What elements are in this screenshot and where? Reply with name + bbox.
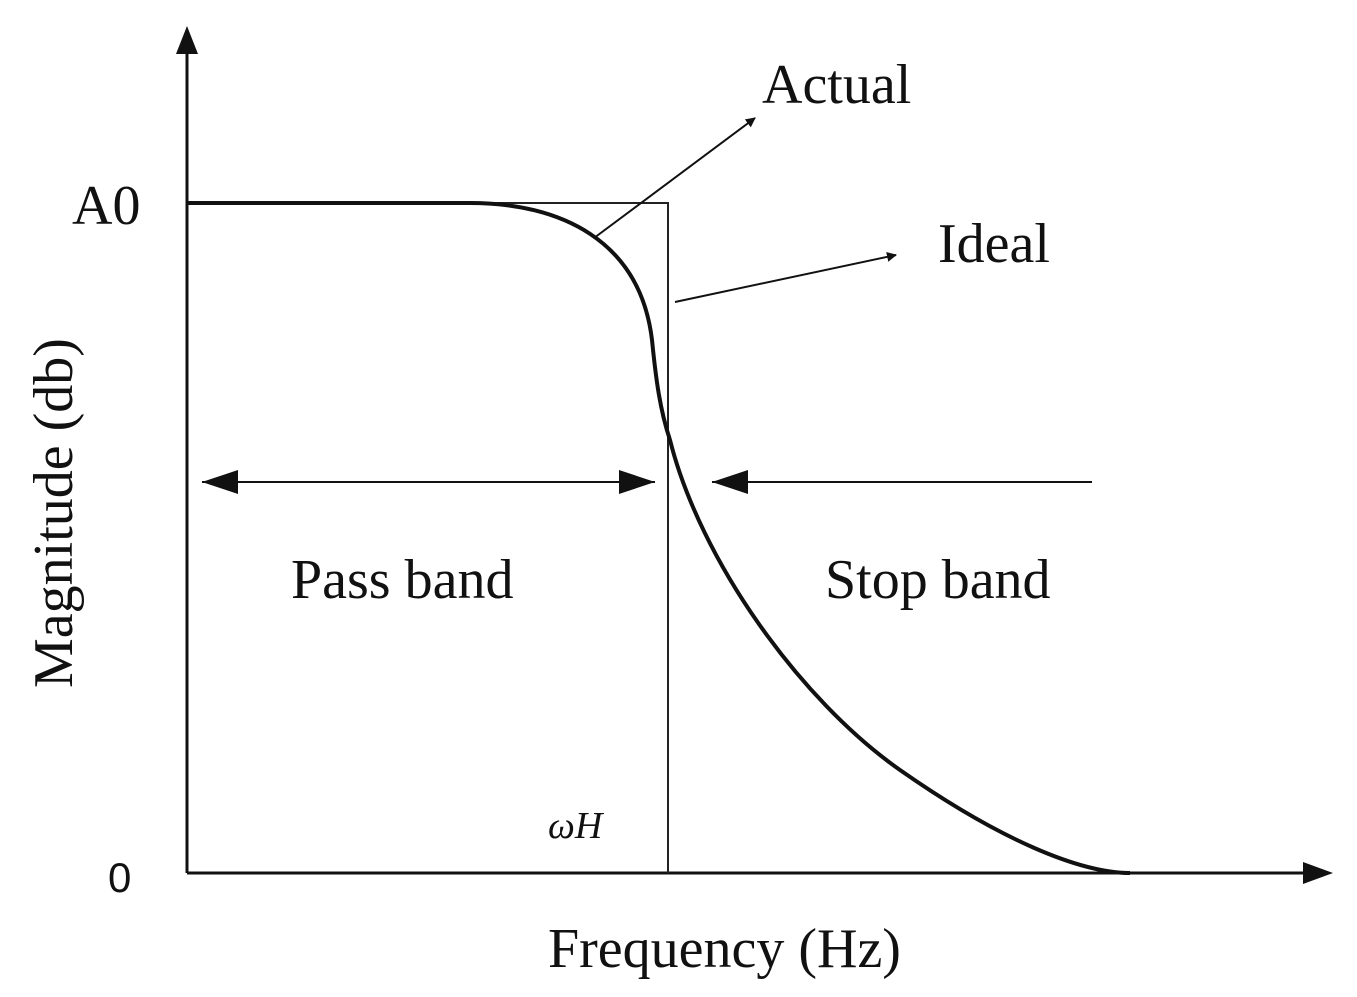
ideal-response-curve	[470, 202, 669, 873]
y-axis-label: Magnitude (db)	[23, 338, 85, 688]
pass-band-left-arrowhead	[202, 470, 238, 494]
stop-band-arrowhead	[712, 470, 748, 494]
x-axis-arrowhead	[1303, 862, 1333, 884]
label-stop-band: Stop band	[825, 549, 1051, 611]
cutoff-frequency-label: ωH	[548, 805, 605, 847]
pass-band-right-arrowhead	[619, 470, 655, 494]
label-pass-band: Pass band	[291, 549, 513, 611]
y-axis-arrowhead	[176, 26, 198, 54]
x-axis-label: Frequency (Hz)	[548, 918, 901, 980]
label-ideal: Ideal	[938, 213, 1050, 275]
y-tick-zero: 0	[108, 854, 131, 901]
actual-response-curve	[187, 201, 1131, 875]
label-actual: Actual	[762, 54, 911, 116]
actual-pointer-arrow	[593, 117, 756, 239]
ideal-pointer-arrow	[674, 251, 897, 303]
y-tick-a0: A0	[72, 175, 140, 237]
